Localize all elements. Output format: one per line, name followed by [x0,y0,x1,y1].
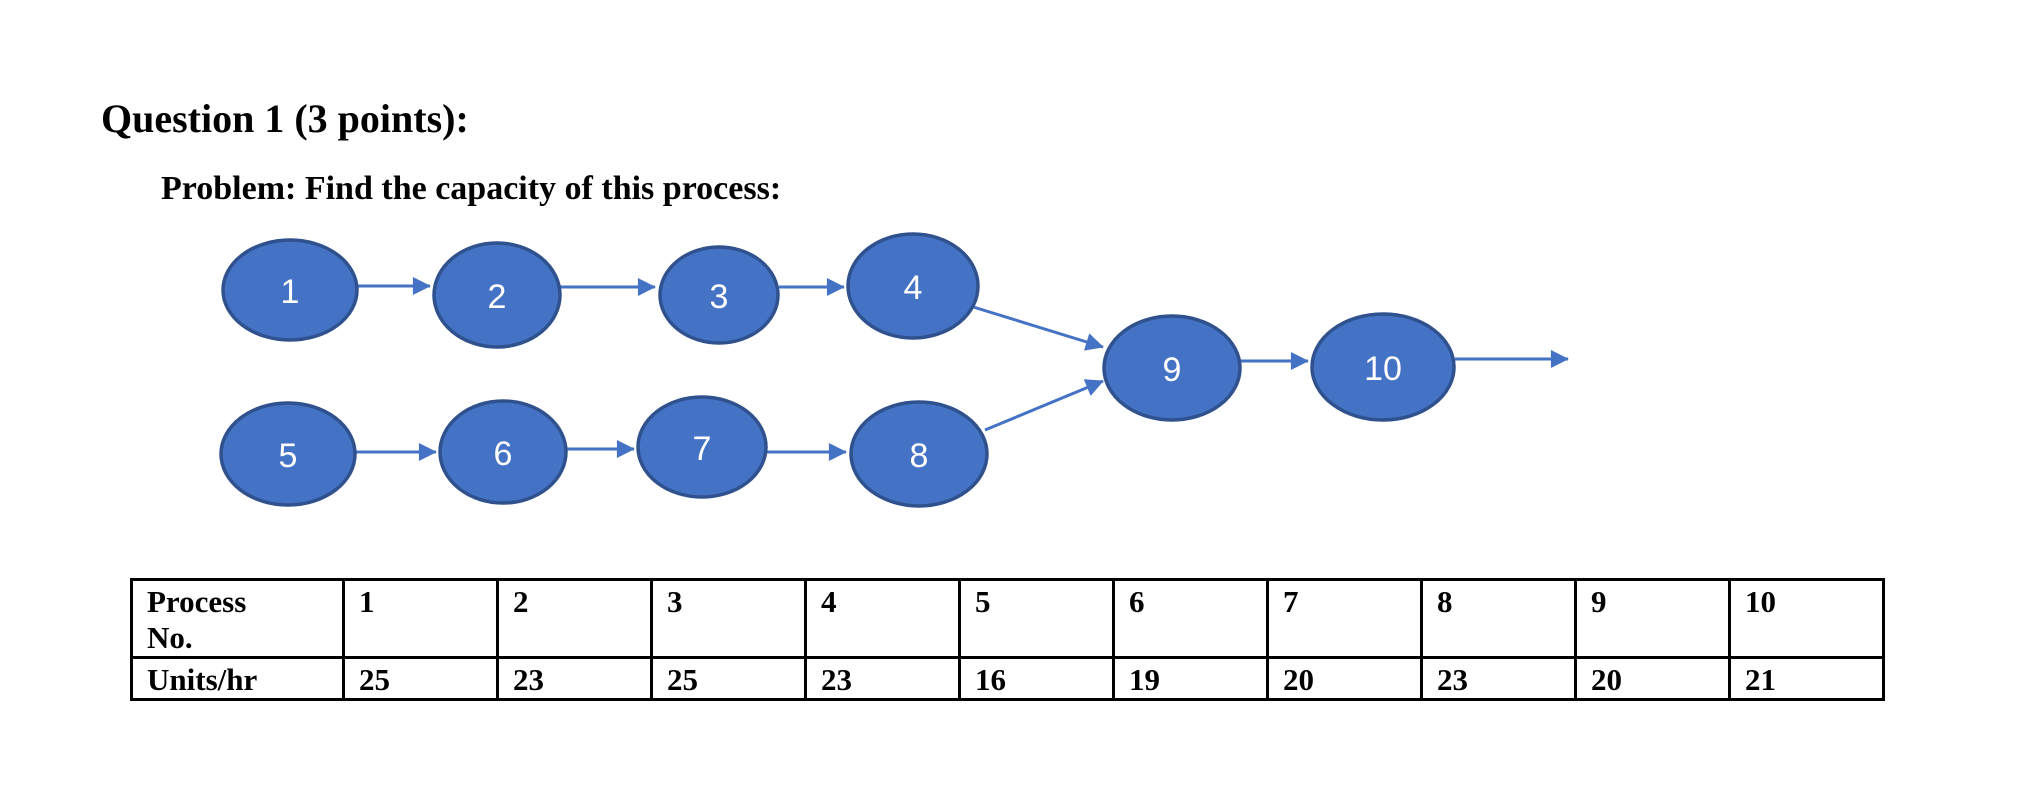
process-node-label-7: 7 [693,430,712,468]
process-node-label-3: 3 [710,278,729,316]
process-node-2 [432,241,562,349]
units-cell-6: 19 [1112,656,1269,701]
process-node-9 [1102,314,1242,422]
process-node-1 [221,238,359,342]
process-node-label-4: 4 [904,269,923,307]
units-cell-2: 23 [496,656,653,701]
units-cell-7: 20 [1266,656,1423,701]
process-node-6 [438,399,568,505]
process-node-label-8: 8 [910,437,929,475]
units-cell-10: 21 [1728,656,1885,701]
process-node-label-6: 6 [494,435,513,473]
process-node-5 [219,401,357,507]
flow-nodes-group: 1 2 3 4 5 6 7 8 9 10 [219,232,1456,508]
capacity-table: Process No. 1 2 3 4 5 6 7 8 9 10 Units/h… [130,578,1885,701]
process-node-10 [1310,312,1456,422]
process-node-4 [846,232,980,340]
units-cell-8: 23 [1420,656,1577,701]
units-cell-1: 25 [342,656,499,701]
process-node-3 [658,245,780,345]
process-no-cell-3: 3 [650,578,807,659]
process-no-cell-7: 7 [1266,578,1423,659]
units-cell-9: 20 [1574,656,1731,701]
process-no-cell-1: 1 [342,578,499,659]
units-cell-5: 16 [958,656,1115,701]
problem-statement: Problem: Find the capacity of this proce… [161,170,782,207]
process-no-row: Process No. 1 2 3 4 5 6 7 8 9 10 [130,578,1885,659]
units-per-hr-header: Units/hr [130,656,345,701]
process-no-header: Process No. [130,578,345,659]
process-no-cell-4: 4 [804,578,961,659]
process-node-8 [849,400,989,508]
flow-edges-group [356,277,1569,461]
process-node-label-5: 5 [279,437,298,475]
process-node-label-2: 2 [488,278,507,316]
process-no-cell-8: 8 [1420,578,1577,659]
units-per-hr-row: Units/hr 25 23 25 23 16 19 20 23 20 21 [130,656,1885,701]
process-no-cell-6: 6 [1112,578,1269,659]
units-cell-4: 23 [804,656,961,701]
process-no-cell-2: 2 [496,578,653,659]
process-no-cell-9: 9 [1574,578,1731,659]
flow-arrow-4-9 [969,304,1104,351]
process-no-cell-10: 10 [1728,578,1885,659]
process-node-7 [636,395,768,499]
units-cell-3: 25 [650,656,807,701]
process-no-cell-5: 5 [958,578,1115,659]
process-node-label-1: 1 [281,273,300,311]
flow-arrow-8-9 [984,379,1104,432]
question-title: Question 1 (3 points): [101,96,469,141]
process-node-label-10: 10 [1364,350,1402,388]
process-node-label-9: 9 [1163,351,1182,389]
